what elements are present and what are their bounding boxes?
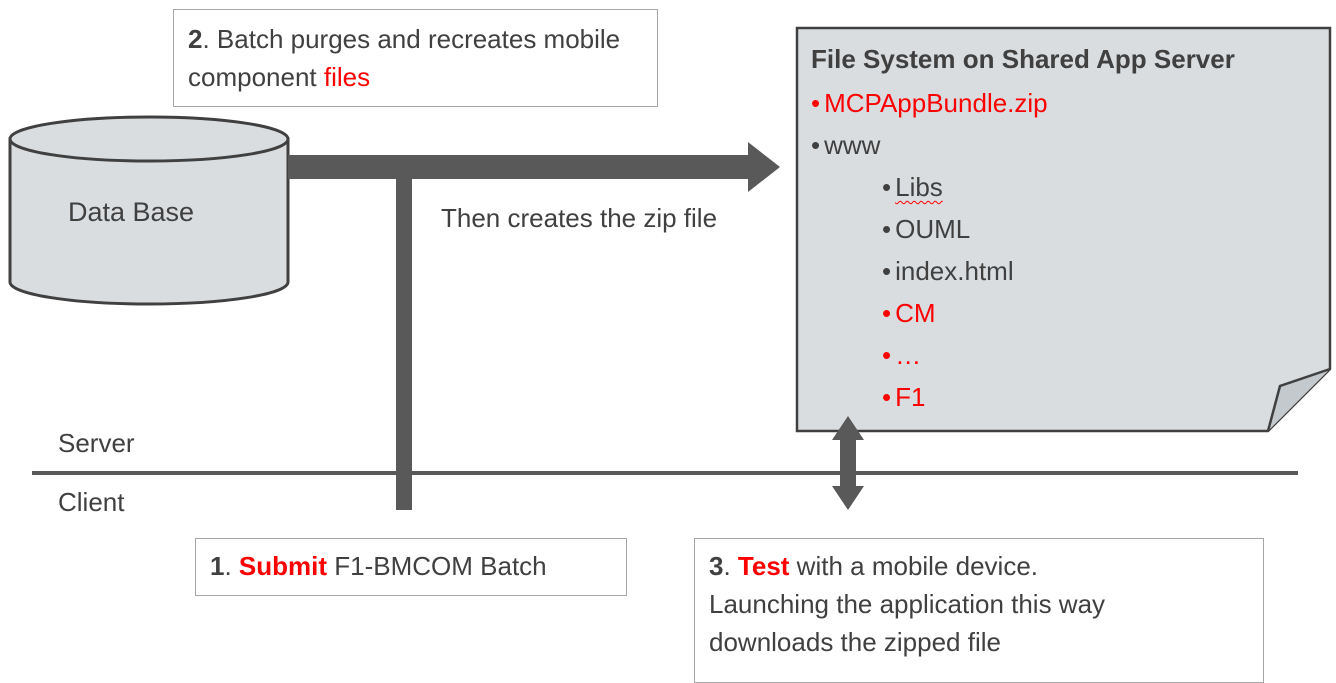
bullet-icon: • — [882, 256, 892, 286]
step1-action: Submit — [238, 551, 328, 581]
file-system-page — [795, 26, 1332, 433]
bullet-icon: • — [882, 214, 892, 244]
database-cylinder-icon — [8, 115, 290, 306]
step3-number: 3 — [709, 551, 724, 581]
fs-item-ellipsis: •… — [882, 340, 922, 370]
zip-label: Then creates the zip file — [441, 203, 718, 233]
batch-connector — [396, 170, 412, 510]
step2-text: . Batch purges and recreates mobile comp… — [188, 24, 621, 92]
database-label: Data Base — [68, 197, 195, 227]
step1-box: 1. Submit F1-BMCOM Batch — [195, 538, 627, 596]
fs-item-www: •www — [811, 130, 881, 160]
step3-action: Test — [737, 551, 790, 581]
step3-line1: with a mobile device. — [789, 551, 1039, 581]
step3-line3: downloads the zipped file — [709, 627, 1001, 657]
bullet-icon: • — [811, 88, 821, 118]
fs-item-index-html: •index.html — [882, 256, 1014, 286]
file-system-title: File System on Shared App Server — [811, 44, 1235, 74]
client-label: Client — [58, 487, 125, 517]
fs-item-mcpappbundle: •MCPAppBundle.zip — [811, 88, 1048, 118]
bullet-icon: • — [882, 382, 892, 412]
bullet-icon: • — [811, 130, 821, 160]
step2-box: 2. Batch purges and recreates mobile com… — [173, 9, 658, 107]
purge-arrow — [288, 142, 780, 192]
fs-item-libs: •Libs — [882, 172, 943, 202]
fs-item-ouml: •OUML — [882, 214, 971, 244]
step1-number: 1 — [210, 551, 225, 581]
step2-number: 2 — [188, 24, 203, 54]
bullet-icon: • — [882, 172, 892, 202]
bullet-icon: • — [882, 298, 892, 328]
bullet-icon: • — [882, 340, 892, 370]
fs-item-f1: •F1 — [882, 382, 926, 412]
step3-line2: Launching the application this way — [709, 589, 1106, 619]
download-double-arrow — [832, 416, 864, 510]
server-client-divider — [32, 471, 1298, 475]
fs-item-cm: •CM — [882, 298, 936, 328]
step3-box: 3. Test with a mobile device. Launching … — [694, 538, 1264, 683]
step1-rest: F1-BMCOM Batch — [327, 551, 547, 581]
server-label: Server — [58, 428, 135, 458]
step2-highlight: files — [323, 62, 371, 92]
